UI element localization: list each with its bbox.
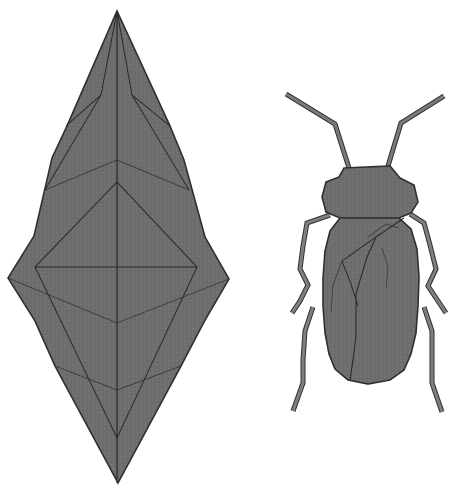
beetle-antenna — [388, 96, 444, 166]
beetle-body — [323, 218, 419, 384]
origami-beetle-icon — [286, 94, 446, 412]
origami-base-icon — [8, 11, 229, 483]
beetle-head — [322, 166, 418, 218]
beetle-antenna — [286, 94, 349, 168]
base-silhouette — [8, 11, 229, 483]
